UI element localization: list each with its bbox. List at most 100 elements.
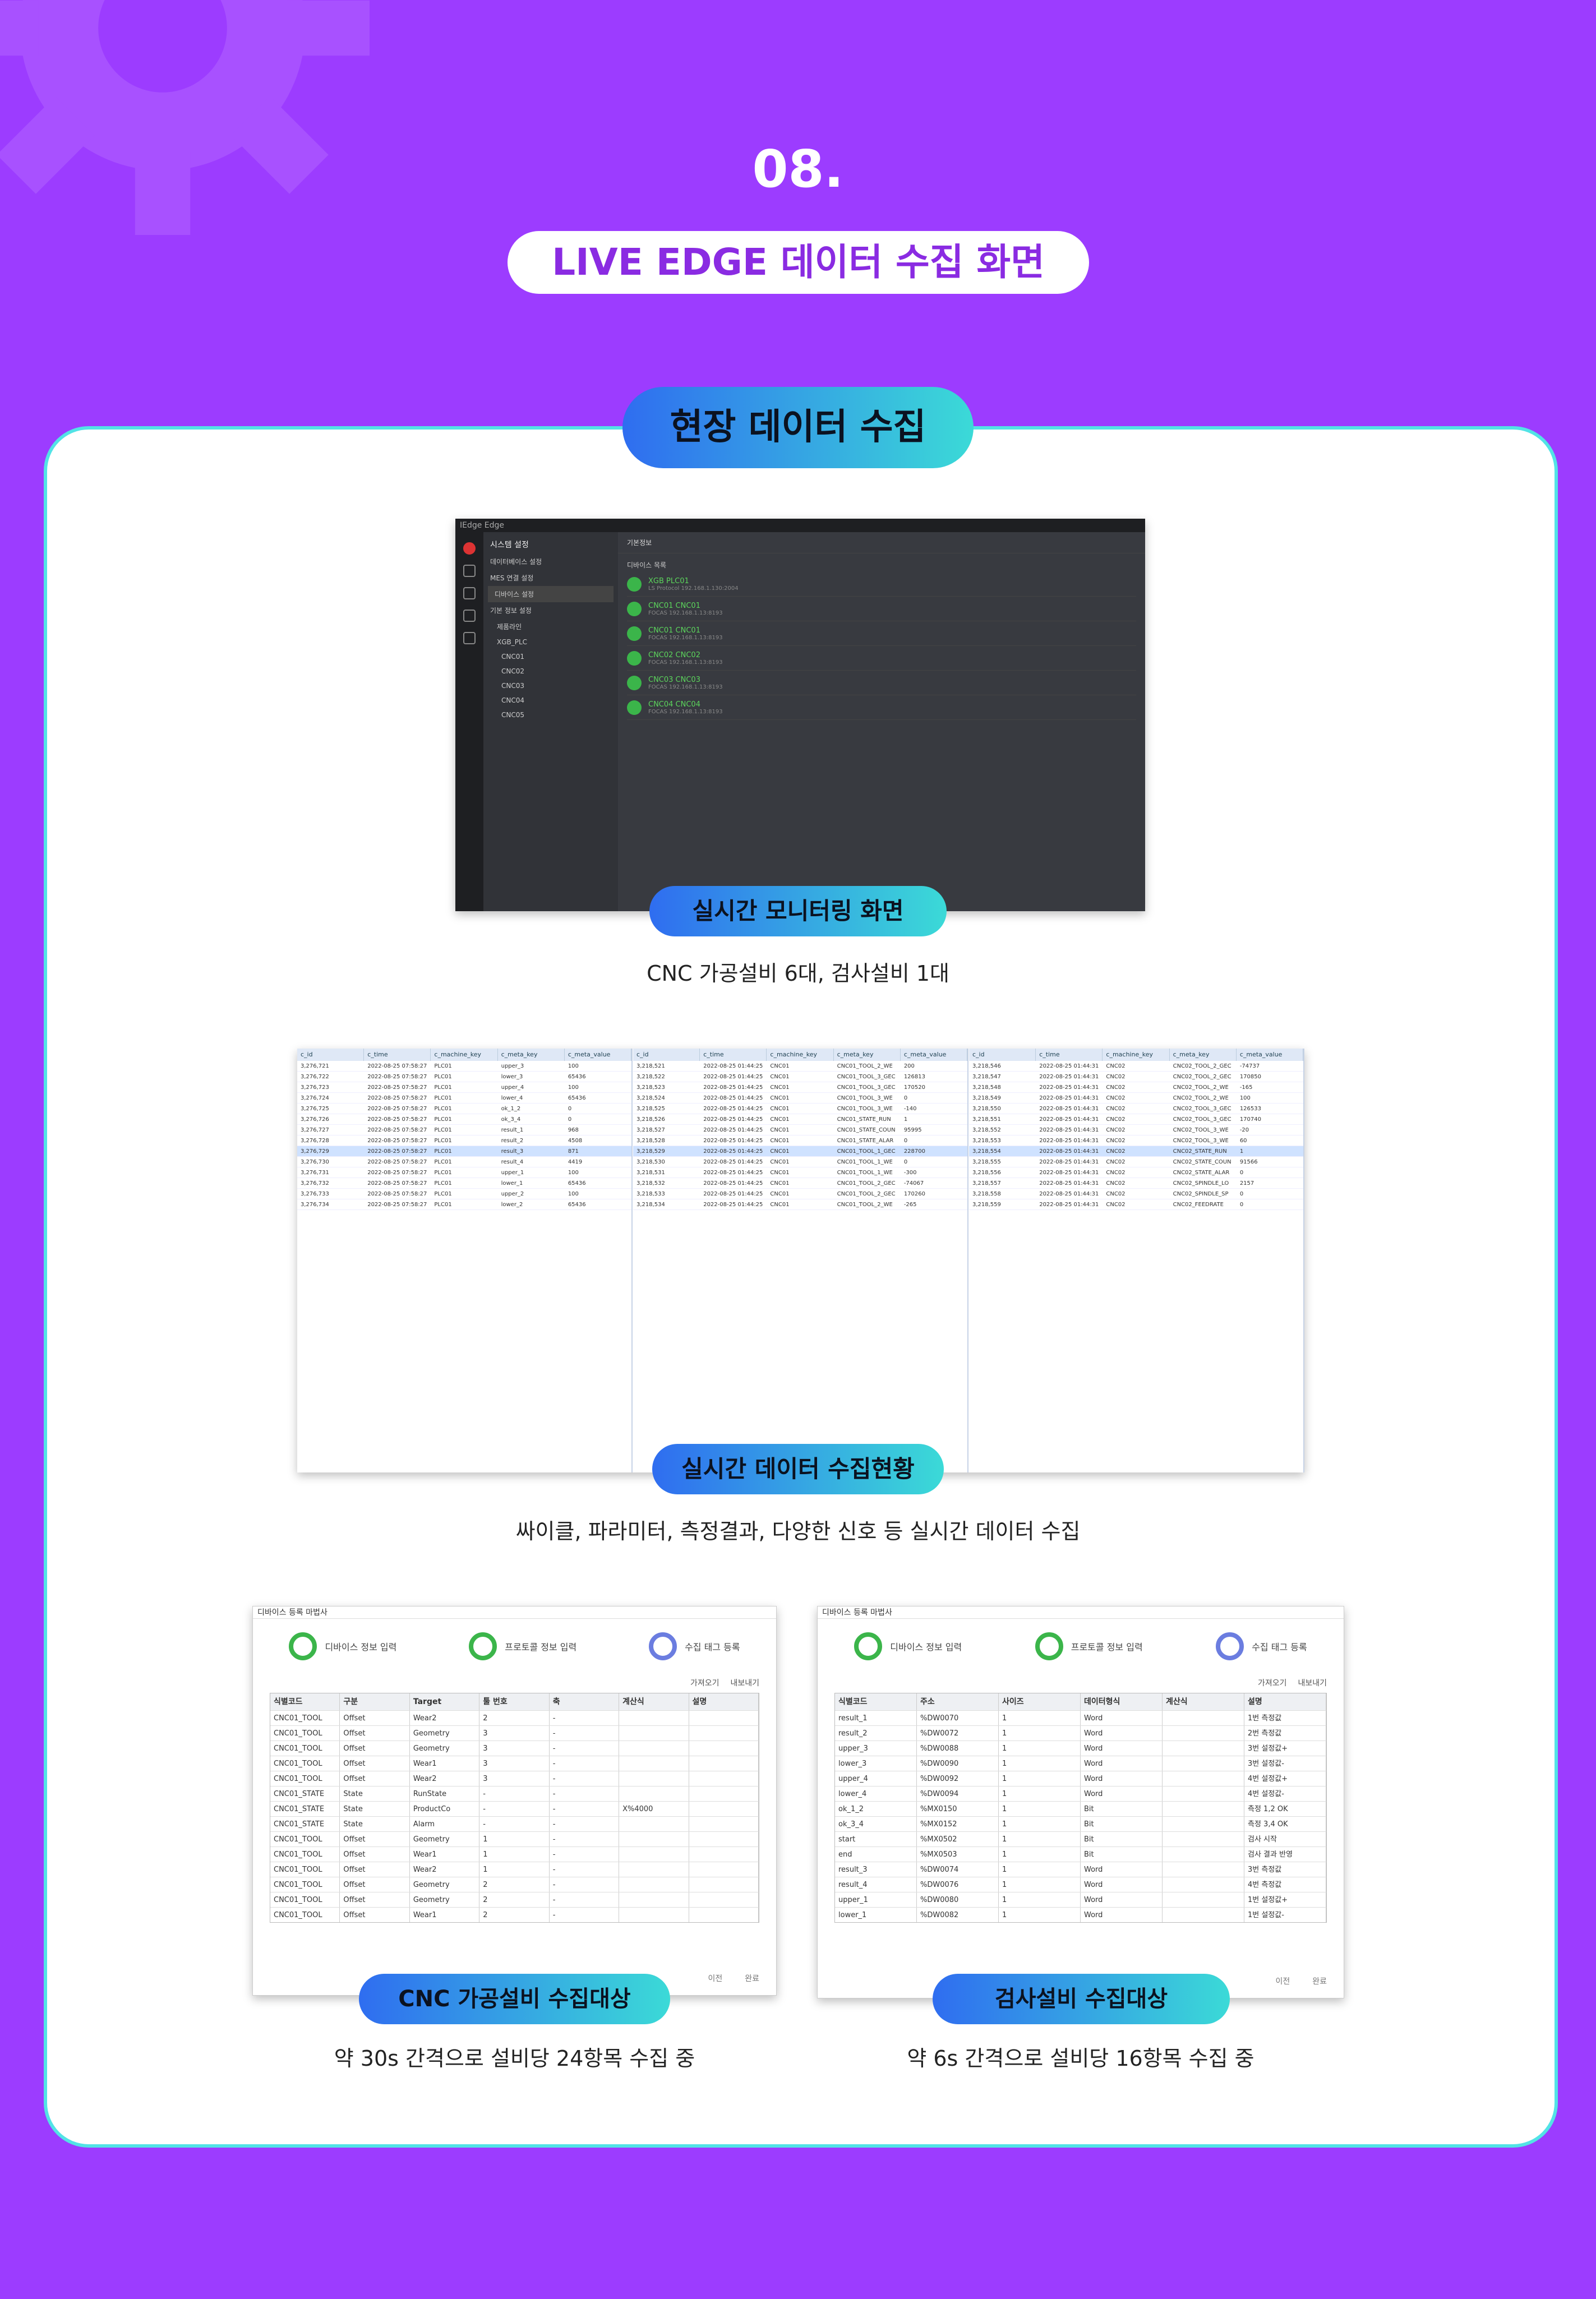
table-cell[interactable]: 1: [999, 1892, 1081, 1907]
table-cell[interactable]: Geometry: [410, 1877, 480, 1892]
table-cell[interactable]: CNC01_TOOL: [270, 1756, 340, 1771]
table-cell[interactable]: 1: [999, 1832, 1081, 1846]
table-cell[interactable]: Geometry: [410, 1726, 480, 1741]
sidebar-item[interactable]: 기본 정보 설정: [490, 607, 532, 615]
table-cell[interactable]: Wear2: [410, 1862, 480, 1877]
column-header[interactable]: c_time: [1036, 1049, 1103, 1061]
column-header[interactable]: 식별코드: [835, 1693, 917, 1710]
table-cell[interactable]: CNC01_TOOL: [270, 1847, 340, 1862]
table-cell[interactable]: 3: [479, 1771, 550, 1786]
tree-item[interactable]: CNC02: [501, 667, 525, 675]
table-cell[interactable]: -: [550, 1832, 620, 1846]
table-cell[interactable]: Offset: [340, 1892, 410, 1907]
column-header[interactable]: 축: [550, 1693, 620, 1710]
table-cell[interactable]: [1163, 1711, 1244, 1725]
table-cell[interactable]: result_1: [835, 1711, 917, 1725]
column-header[interactable]: c_meta_key: [834, 1049, 901, 1061]
table-cell[interactable]: -: [479, 1802, 550, 1816]
table-cell[interactable]: Word: [1081, 1877, 1163, 1892]
table-cell[interactable]: 1번 설정값-: [1244, 1908, 1326, 1922]
table-cell[interactable]: [1163, 1892, 1244, 1907]
table-cell[interactable]: 1: [999, 1817, 1081, 1831]
column-header[interactable]: 사이즈: [999, 1693, 1081, 1710]
table-cell[interactable]: 1: [999, 1908, 1081, 1922]
table-cell[interactable]: CNC01_TOOL: [270, 1862, 340, 1877]
table-cell[interactable]: 검사 시작: [1244, 1832, 1326, 1846]
table-cell[interactable]: Offset: [340, 1862, 410, 1877]
sidebar-item[interactable]: 데이터베이스 설정: [490, 558, 542, 566]
table-cell[interactable]: Offset: [340, 1756, 410, 1771]
table-cell[interactable]: [619, 1832, 689, 1846]
table-cell[interactable]: -: [550, 1711, 620, 1725]
table-cell[interactable]: Bit: [1081, 1832, 1163, 1846]
table-cell[interactable]: [1163, 1726, 1244, 1741]
table-cell[interactable]: [619, 1771, 689, 1786]
table-cell[interactable]: [619, 1786, 689, 1801]
column-header[interactable]: 식별코드: [270, 1693, 340, 1710]
table-cell[interactable]: Word: [1081, 1741, 1163, 1756]
import-button[interactable]: 가져오기: [1257, 1679, 1287, 1688]
table-cell[interactable]: -: [550, 1908, 620, 1922]
table-cell[interactable]: 1: [479, 1862, 550, 1877]
table-cell[interactable]: 1번 측정값: [1244, 1711, 1326, 1725]
table-cell[interactable]: -: [550, 1786, 620, 1801]
table-cell[interactable]: -: [479, 1817, 550, 1831]
table-cell[interactable]: [1163, 1847, 1244, 1862]
table-cell[interactable]: start: [835, 1832, 917, 1846]
table-cell[interactable]: -: [550, 1892, 620, 1907]
table-cell[interactable]: 3번 설정값+: [1244, 1741, 1326, 1756]
table-cell[interactable]: [689, 1711, 759, 1725]
column-header[interactable]: c_meta_key: [498, 1049, 565, 1061]
table-cell[interactable]: Word: [1081, 1711, 1163, 1725]
table-cell[interactable]: 2: [479, 1877, 550, 1892]
table-cell[interactable]: 2: [479, 1908, 550, 1922]
table-cell[interactable]: 1: [999, 1711, 1081, 1725]
table-cell[interactable]: -: [550, 1756, 620, 1771]
column-header[interactable]: 툴 번호: [479, 1693, 550, 1710]
table-cell[interactable]: [689, 1786, 759, 1801]
table-cell[interactable]: [689, 1817, 759, 1831]
table-cell[interactable]: [619, 1877, 689, 1892]
table-cell[interactable]: 측정 1,2 OK: [1244, 1802, 1326, 1816]
table-cell[interactable]: 4번 측정값: [1244, 1877, 1326, 1892]
sidebar-item[interactable]: MES 연결 설정: [490, 574, 534, 582]
table-cell[interactable]: 검사 결과 반영: [1244, 1847, 1326, 1862]
table-cell[interactable]: lower_4: [835, 1786, 917, 1801]
table-cell[interactable]: %DW0090: [917, 1756, 999, 1771]
table-cell[interactable]: CNC01_STATE: [270, 1817, 340, 1831]
table-cell[interactable]: ok_1_2: [835, 1802, 917, 1816]
table-cell[interactable]: %MX0502: [917, 1832, 999, 1846]
table-cell[interactable]: 1: [999, 1847, 1081, 1862]
table-cell[interactable]: CNC01_STATE: [270, 1802, 340, 1816]
table-cell[interactable]: [619, 1817, 689, 1831]
column-header[interactable]: c_time: [364, 1049, 431, 1061]
table-cell[interactable]: [1163, 1817, 1244, 1831]
